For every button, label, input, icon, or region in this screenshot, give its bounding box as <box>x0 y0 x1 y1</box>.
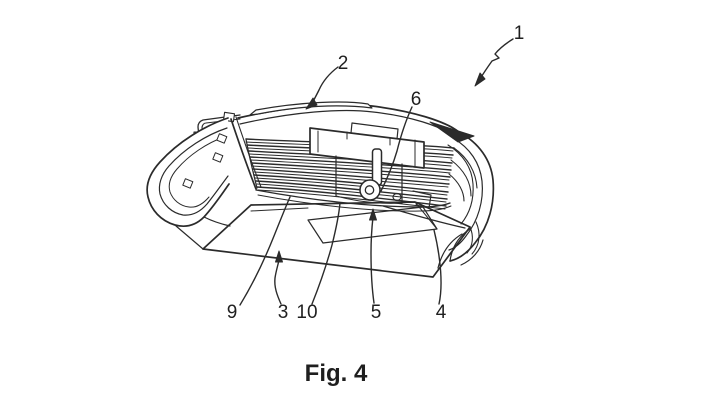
leader-line-2 <box>311 66 339 104</box>
leader-line-1 <box>479 38 514 80</box>
leader-line-5 <box>370 216 375 304</box>
ref-label-9: 9 <box>227 302 238 323</box>
bumper-top-band <box>237 101 475 143</box>
top-band-wedge <box>429 121 475 143</box>
leader-lines <box>239 38 514 306</box>
lower-grille-edge <box>255 189 466 229</box>
leader-line-6 <box>380 106 413 192</box>
ref-label-3: 3 <box>278 302 289 323</box>
ref-label-1: 1 <box>514 23 525 44</box>
ref-label-5: 5 <box>371 302 382 323</box>
leader-line-10 <box>311 202 341 305</box>
ref-label-10: 10 <box>296 302 317 323</box>
side-bracket <box>146 111 262 250</box>
leader-line-3 <box>274 259 282 305</box>
bracket-clip-icon <box>182 178 194 189</box>
ref-label-6: 6 <box>411 89 422 110</box>
skid-plate <box>202 201 471 278</box>
leader-arrowhead-1 <box>474 72 486 87</box>
wheel-arch-lines <box>437 228 484 269</box>
bracket-clip-icon <box>216 133 228 144</box>
figure-caption: Fig. 4 <box>305 360 368 387</box>
reference-labels: 1 2 6 9 3 10 5 4 <box>227 23 525 323</box>
ref-label-2: 2 <box>338 53 349 74</box>
bracket-clip-icon <box>212 152 224 163</box>
leader-line-9 <box>239 196 291 306</box>
leader-arrowhead-5 <box>369 208 377 221</box>
bumper-right-corner <box>447 131 495 262</box>
leader-line-4 <box>433 229 442 305</box>
leader-arrowhead-3 <box>275 250 283 263</box>
ref-label-4: 4 <box>436 302 447 323</box>
leader-arrowhead-2 <box>305 97 318 110</box>
bumper-drawing <box>146 101 495 278</box>
tow-hook <box>359 148 383 201</box>
